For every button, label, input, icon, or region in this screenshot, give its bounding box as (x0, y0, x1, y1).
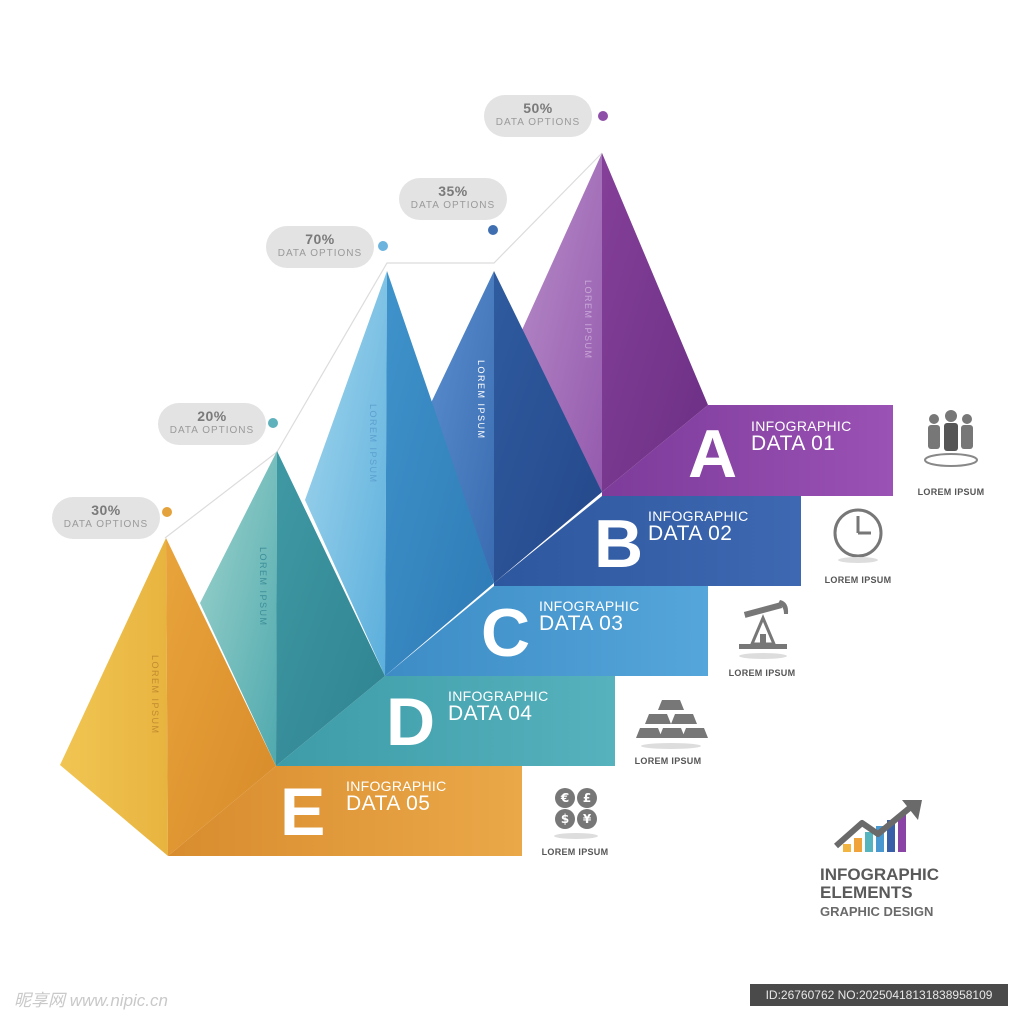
callout-percent: 20% (197, 408, 227, 424)
bar-sub-d: DATA 04 (448, 702, 533, 725)
trend-arrow-icon (834, 800, 922, 852)
icon-caption-oil: LOREM IPSUM (728, 668, 796, 678)
brand-line-2: ELEMENTS (820, 883, 913, 902)
bar-title-d: INFOGRAPHIC (448, 688, 549, 704)
bar-sub-a: DATA 01 (751, 432, 836, 455)
peak-connector-line (164, 152, 603, 539)
bar-letter-b: B (594, 506, 644, 582)
currency-symbol: € (560, 791, 569, 805)
callout-b: 35% DATA OPTIONS (399, 178, 507, 220)
pyramid-d (200, 451, 385, 766)
callout-dot-c (378, 241, 388, 251)
bar-title-c: INFOGRAPHIC (539, 598, 640, 614)
bar-title-a: INFOGRAPHIC (751, 418, 852, 434)
currency-symbols: € £ $ ¥ (560, 791, 592, 826)
callout-e: 30% DATA OPTIONS (52, 497, 160, 539)
pyramid-c (305, 271, 494, 676)
pyramid-label-a: LOREM IPSUM (583, 280, 593, 360)
pyramid-e (60, 538, 276, 856)
team-icon (924, 410, 978, 467)
callout-label: DATA OPTIONS (169, 425, 255, 436)
currency-symbol: £ (583, 791, 591, 805)
icon-caption-team: LOREM IPSUM (917, 487, 985, 497)
callout-label: DATA OPTIONS (63, 519, 149, 530)
pyramid-b (430, 271, 602, 583)
callout-percent: 35% (438, 183, 468, 199)
icon-caption-gold: LOREM IPSUM (634, 756, 702, 766)
currency-symbol: ¥ (583, 812, 592, 826)
callout-a: 50% DATA OPTIONS (484, 95, 592, 137)
callout-percent: 70% (305, 231, 335, 247)
bar-sub-b: DATA 02 (648, 522, 733, 545)
brand-line-3: GRAPHIC DESIGN (820, 904, 934, 919)
pyramid-label-d: LOREM IPSUM (258, 547, 268, 627)
brand-line-1: INFOGRAPHIC (820, 865, 939, 884)
bar-sub-e: DATA 05 (346, 792, 431, 815)
bar-title-e: INFOGRAPHIC (346, 778, 447, 794)
currency-symbol: $ (561, 812, 569, 826)
callout-percent: 30% (91, 502, 121, 518)
bar-sub-c: DATA 03 (539, 612, 624, 635)
bar-letter-a: A (688, 416, 738, 492)
callout-dot-b (488, 225, 498, 235)
bar-a (602, 405, 893, 496)
bar-letter-e: E (280, 774, 326, 850)
callout-percent: 50% (523, 100, 553, 116)
oil-pump-icon (739, 600, 789, 659)
callout-label: DATA OPTIONS (277, 248, 363, 259)
watermark-right: ID:26760762 NO:20250418131838958109 (750, 984, 1008, 1006)
bar-b (494, 496, 801, 586)
icon-caption-clock: LOREM IPSUM (824, 575, 892, 585)
callout-d: 20% DATA OPTIONS (158, 403, 266, 445)
pyramid-label-b: LOREM IPSUM (476, 360, 486, 440)
icon-caption-currency: LOREM IPSUM (541, 847, 609, 857)
gold-bars-icon (636, 700, 708, 749)
bar-letter-c: C (481, 595, 531, 671)
bar-title-b: INFOGRAPHIC (648, 508, 749, 524)
callout-label: DATA OPTIONS (410, 200, 496, 211)
watermark-left: 昵享网 www.nipic.cn (14, 991, 168, 1010)
bar-d (276, 676, 615, 766)
callout-dot-e (162, 507, 172, 517)
bar-letter-d: D (386, 684, 436, 760)
currency-icon (554, 788, 598, 839)
callout-dot-d (268, 418, 278, 428)
bar-e (168, 766, 522, 856)
pyramid-label-c: LOREM IPSUM (368, 404, 378, 484)
clock-icon (833, 508, 883, 563)
callout-c: 70% DATA OPTIONS (266, 226, 374, 268)
callout-dot-a (598, 111, 608, 121)
bar-c (385, 586, 708, 676)
callout-label: DATA OPTIONS (495, 117, 581, 128)
pyramid-label-e: LOREM IPSUM (150, 655, 160, 735)
